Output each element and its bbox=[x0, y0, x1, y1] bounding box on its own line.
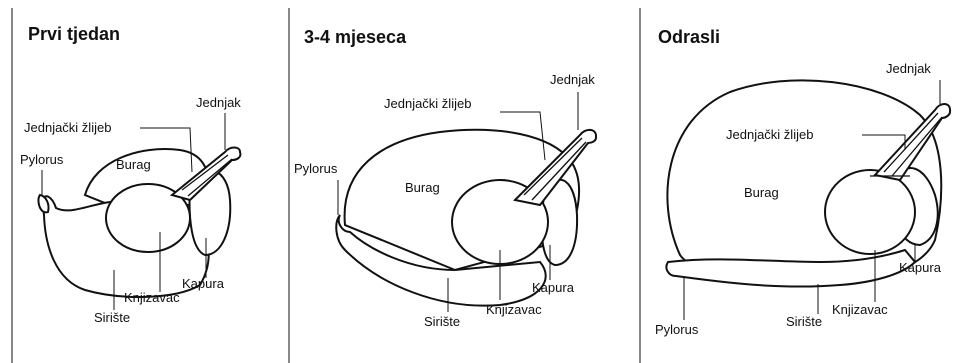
label-pylorus: Pylorus bbox=[294, 161, 338, 176]
esophageal-groove-lines bbox=[181, 154, 233, 197]
abomasum-shape bbox=[335, 214, 547, 307]
panel-adult: Odrasli Jednjak Jednjački žlijeb Burag K… bbox=[655, 27, 952, 337]
label-zlijeb: Jednjački žlijeb bbox=[726, 127, 813, 142]
label-siriste: Sirište bbox=[424, 314, 460, 329]
panel-title: Odrasli bbox=[658, 27, 720, 47]
label-burag: Burag bbox=[405, 180, 440, 195]
panel-3-4-months: 3-4 mjeseca Jednjak Jednjački žlijeb Pyl… bbox=[294, 27, 598, 329]
omasum-shape bbox=[105, 183, 191, 253]
panel-first-week: Prvi tjedan Jednjak Jednjački žlijeb Pyl… bbox=[20, 24, 242, 325]
label-kapura: Kapura bbox=[532, 280, 575, 295]
label-zlijeb: Jednjački žlijeb bbox=[24, 120, 111, 135]
label-pylorus: Pylorus bbox=[655, 322, 699, 337]
label-siriste: Sirište bbox=[786, 314, 822, 329]
label-pylorus: Pylorus bbox=[20, 152, 64, 167]
label-kapura: Kapura bbox=[899, 260, 942, 275]
esophagus-shape bbox=[512, 128, 598, 207]
label-jednjak: Jednjak bbox=[886, 61, 931, 76]
leader-zlijeb bbox=[862, 134, 906, 150]
esophagus-shape bbox=[169, 146, 242, 202]
label-knjizavac: Knjizavac bbox=[832, 302, 888, 317]
label-kapura: Kapura bbox=[182, 276, 225, 291]
panel-title: 3-4 mjeseca bbox=[304, 27, 407, 47]
leader-zlijeb bbox=[500, 111, 546, 161]
label-siriste: Sirište bbox=[94, 310, 130, 325]
label-zlijeb: Jednjački žlijeb bbox=[384, 96, 471, 111]
esophageal-groove-lines bbox=[523, 137, 587, 201]
abomasum-shape bbox=[665, 248, 917, 288]
label-knjizavac: Knjizavac bbox=[124, 290, 180, 305]
label-burag: Burag bbox=[744, 185, 779, 200]
label-knjizavac: Knjizavac bbox=[486, 302, 542, 317]
omasum-shape bbox=[824, 169, 916, 255]
label-burag: Burag bbox=[116, 157, 151, 172]
esophageal-groove-lines bbox=[870, 112, 943, 177]
panel-title: Prvi tjedan bbox=[28, 24, 120, 44]
pylorus-shape bbox=[37, 193, 50, 214]
label-jednjak: Jednjak bbox=[550, 72, 595, 87]
label-jednjak: Jednjak bbox=[196, 95, 241, 110]
leader-zlijeb bbox=[140, 127, 193, 173]
